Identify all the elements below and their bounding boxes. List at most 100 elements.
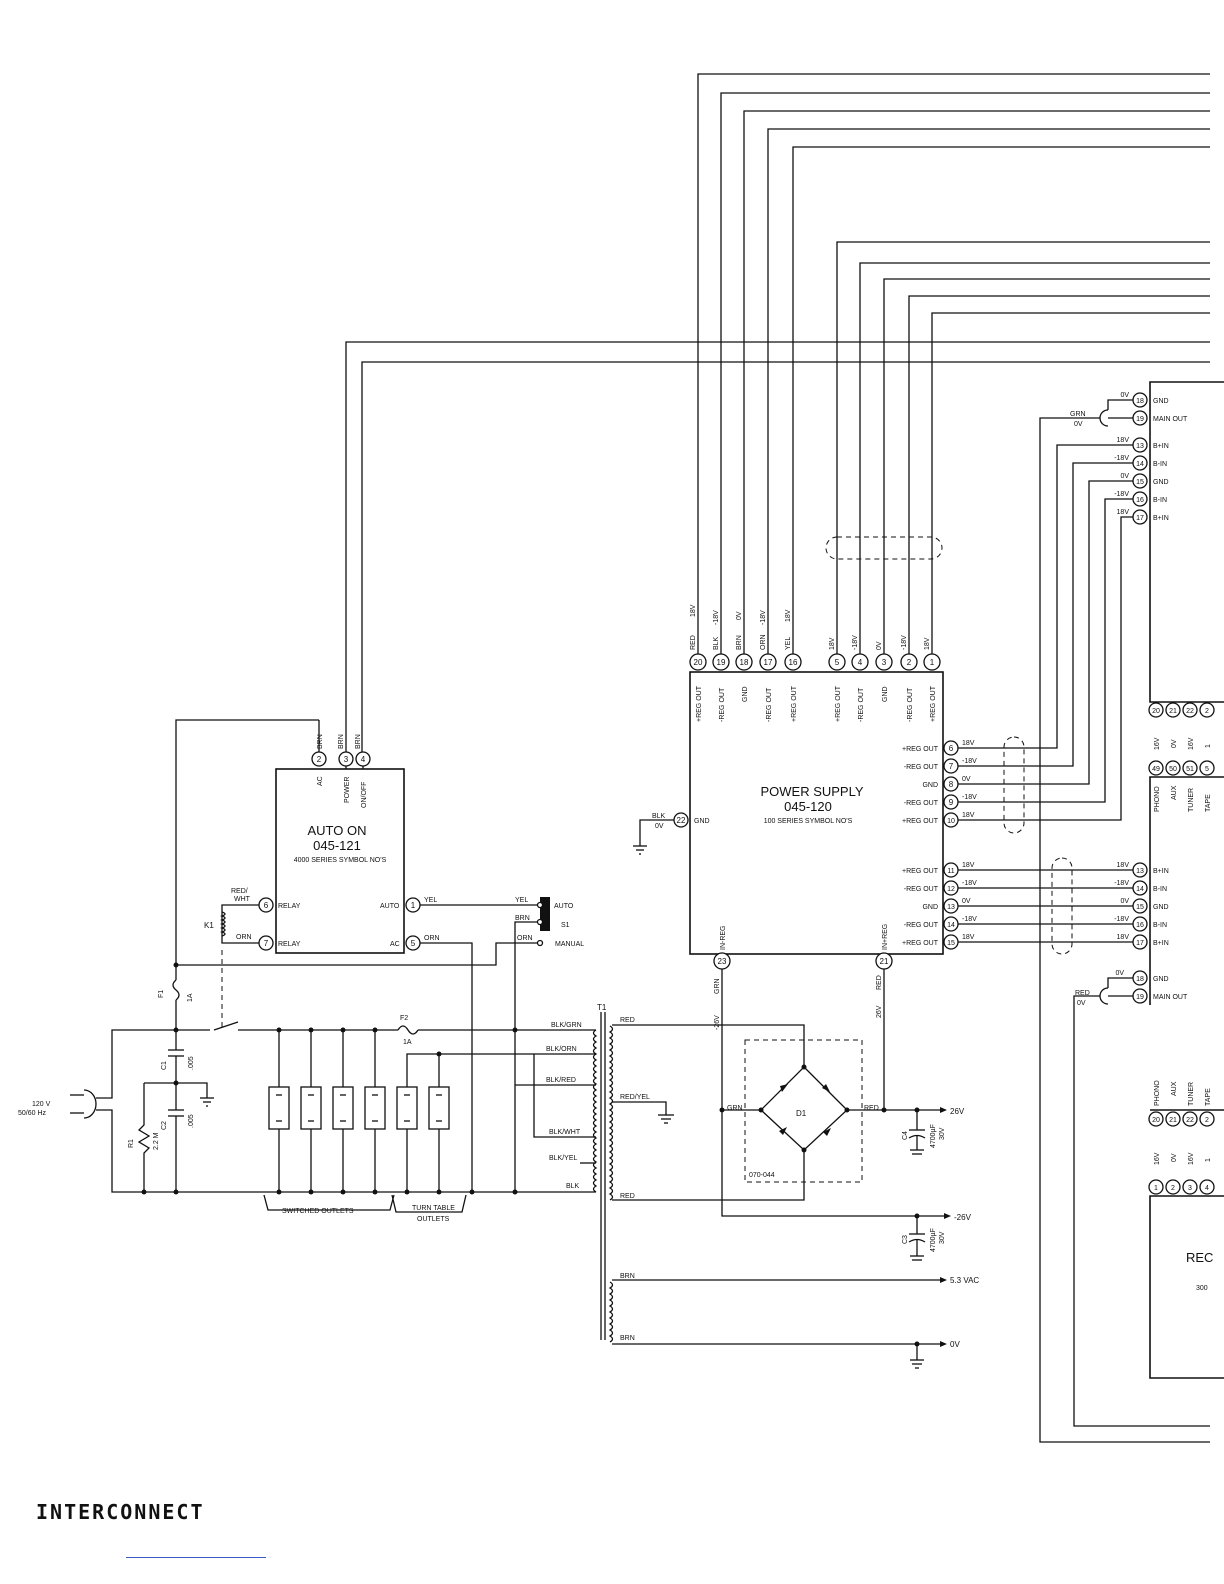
ac-line-section: 120 V 50/60 Hz F1 1A C1 .005 C2 .005 R1 … bbox=[18, 962, 596, 1223]
svg-text:GND: GND bbox=[694, 818, 710, 825]
svg-text:22: 22 bbox=[1186, 1117, 1194, 1124]
rec-module-label: REC bbox=[1186, 1250, 1213, 1265]
svg-text:+REG OUT: +REG OUT bbox=[696, 685, 703, 722]
svg-text:D1: D1 bbox=[796, 1109, 807, 1118]
svg-text:9: 9 bbox=[949, 798, 954, 807]
svg-text:T1: T1 bbox=[597, 1003, 607, 1012]
svg-text:51: 51 bbox=[1186, 766, 1194, 773]
svg-text:+REG OUT: +REG OUT bbox=[930, 685, 937, 722]
svg-text:2: 2 bbox=[907, 658, 912, 667]
output-26v: 26V bbox=[950, 1107, 965, 1116]
svg-text:16: 16 bbox=[789, 658, 798, 667]
turntable-outlets bbox=[396, 1053, 534, 1192]
svg-text:30V: 30V bbox=[939, 1231, 946, 1244]
svg-text:15: 15 bbox=[1136, 904, 1144, 911]
svg-text:-18V: -18V bbox=[962, 794, 977, 801]
auto-on-note: 4000 SERIES SYMBOL NO'S bbox=[294, 857, 387, 864]
svg-text:18V: 18V bbox=[924, 637, 931, 650]
svg-text:0V: 0V bbox=[1077, 1000, 1086, 1007]
auto-on-part: 045-121 bbox=[313, 838, 361, 853]
svg-text:AUX: AUX bbox=[1171, 785, 1178, 800]
svg-text:WHT: WHT bbox=[234, 896, 251, 903]
svg-text:1A: 1A bbox=[403, 1039, 412, 1046]
svg-text:-REG OUT: -REG OUT bbox=[904, 764, 939, 771]
svg-text:RELAY: RELAY bbox=[278, 941, 301, 948]
svg-text:0V: 0V bbox=[876, 641, 883, 650]
svg-text:YEL: YEL bbox=[785, 637, 792, 650]
svg-text:BLK/GRN: BLK/GRN bbox=[551, 1022, 582, 1029]
svg-text:ORN: ORN bbox=[424, 935, 440, 942]
svg-text:5: 5 bbox=[411, 939, 416, 948]
svg-text:19: 19 bbox=[717, 658, 726, 667]
svg-text:TAPE: TAPE bbox=[1205, 794, 1212, 812]
svg-text:.005: .005 bbox=[188, 1056, 195, 1070]
svg-text:PHONO: PHONO bbox=[1154, 786, 1161, 812]
svg-text:RED: RED bbox=[1075, 990, 1090, 997]
svg-text:-REG OUT: -REG OUT bbox=[904, 800, 939, 807]
svg-text:BRN: BRN bbox=[620, 1335, 635, 1342]
svg-text:13: 13 bbox=[947, 904, 955, 911]
svg-text:18V: 18V bbox=[829, 637, 836, 650]
svg-text:C4: C4 bbox=[902, 1131, 909, 1140]
svg-text:4700µF: 4700µF bbox=[930, 1228, 937, 1252]
svg-text:TUNER: TUNER bbox=[1188, 1082, 1195, 1106]
svg-text:1: 1 bbox=[1205, 744, 1212, 748]
svg-text:B-IN: B-IN bbox=[1153, 497, 1167, 504]
svg-text:-18V: -18V bbox=[1114, 916, 1129, 923]
svg-text:1: 1 bbox=[930, 658, 935, 667]
svg-text:+REG OUT: +REG OUT bbox=[902, 940, 939, 947]
line-voltage: 120 V bbox=[32, 1101, 51, 1108]
svg-text:18V: 18V bbox=[962, 812, 975, 819]
svg-text:BRN: BRN bbox=[355, 734, 362, 749]
svg-text:22: 22 bbox=[677, 816, 686, 825]
svg-text:+REG OUT: +REG OUT bbox=[902, 746, 939, 753]
svg-text:YEL: YEL bbox=[424, 897, 437, 904]
svg-text:20: 20 bbox=[694, 658, 703, 667]
svg-text:RED: RED bbox=[876, 975, 883, 990]
svg-text:16V: 16V bbox=[1154, 737, 1161, 750]
svg-text:BLK/YEL: BLK/YEL bbox=[549, 1155, 578, 1162]
svg-text:2: 2 bbox=[1205, 1117, 1209, 1124]
svg-text:0V: 0V bbox=[1120, 898, 1129, 905]
svg-text:-REG OUT: -REG OUT bbox=[766, 687, 773, 722]
svg-text:ON/OFF: ON/OFF bbox=[361, 782, 368, 808]
svg-text:0V: 0V bbox=[1171, 739, 1178, 748]
svg-text:TAPE: TAPE bbox=[1205, 1088, 1212, 1106]
svg-text:50: 50 bbox=[1169, 766, 1177, 773]
svg-text:21: 21 bbox=[1169, 1117, 1177, 1124]
svg-text:-18V: -18V bbox=[901, 635, 908, 650]
svg-text:22: 22 bbox=[1186, 708, 1194, 715]
svg-text:18V: 18V bbox=[1117, 862, 1130, 869]
svg-text:18: 18 bbox=[740, 658, 749, 667]
svg-text:30V: 30V bbox=[939, 1127, 946, 1140]
svg-text:18V: 18V bbox=[962, 740, 975, 747]
auto-on-module: AUTO ON 045-121 4000 SERIES SYMBOL NO'S … bbox=[175, 719, 540, 1192]
svg-text:14: 14 bbox=[947, 922, 955, 929]
svg-text:8: 8 bbox=[949, 780, 954, 789]
svg-text:2: 2 bbox=[1171, 1185, 1175, 1192]
svg-text:6: 6 bbox=[949, 744, 954, 753]
svg-text:0V: 0V bbox=[736, 611, 743, 620]
svg-text:+REG OUT: +REG OUT bbox=[902, 868, 939, 875]
svg-text:11: 11 bbox=[947, 868, 954, 875]
svg-text:0V: 0V bbox=[1120, 473, 1129, 480]
svg-text:B+IN: B+IN bbox=[1153, 443, 1169, 450]
switch-s1: AUTO S1 MANUAL YEL BRN ORN bbox=[176, 897, 584, 1192]
svg-text:B+IN: B+IN bbox=[1153, 515, 1169, 522]
svg-text:POWER: POWER bbox=[344, 777, 351, 803]
svg-text:AC: AC bbox=[390, 941, 400, 948]
svg-text:-REG OUT: -REG OUT bbox=[858, 687, 865, 722]
svg-text:F1: F1 bbox=[158, 990, 165, 998]
svg-text:21: 21 bbox=[880, 957, 889, 966]
svg-text:R1: R1 bbox=[128, 1139, 135, 1148]
svg-text:0V: 0V bbox=[655, 823, 664, 830]
svg-text:BLK: BLK bbox=[652, 813, 666, 820]
footer-rule bbox=[126, 1557, 266, 1558]
svg-text:BRN: BRN bbox=[515, 915, 530, 922]
ps-top-pins: 20 19 18 17 16 5 4 3 2 1 RED 18V BLK -18… bbox=[689, 604, 941, 722]
svg-text:GND: GND bbox=[1153, 904, 1169, 911]
svg-text:BLK/WHT: BLK/WHT bbox=[549, 1129, 581, 1136]
svg-text:K1: K1 bbox=[204, 921, 214, 930]
svg-text:-18V: -18V bbox=[1114, 455, 1129, 462]
svg-text:RED: RED bbox=[620, 1017, 635, 1024]
